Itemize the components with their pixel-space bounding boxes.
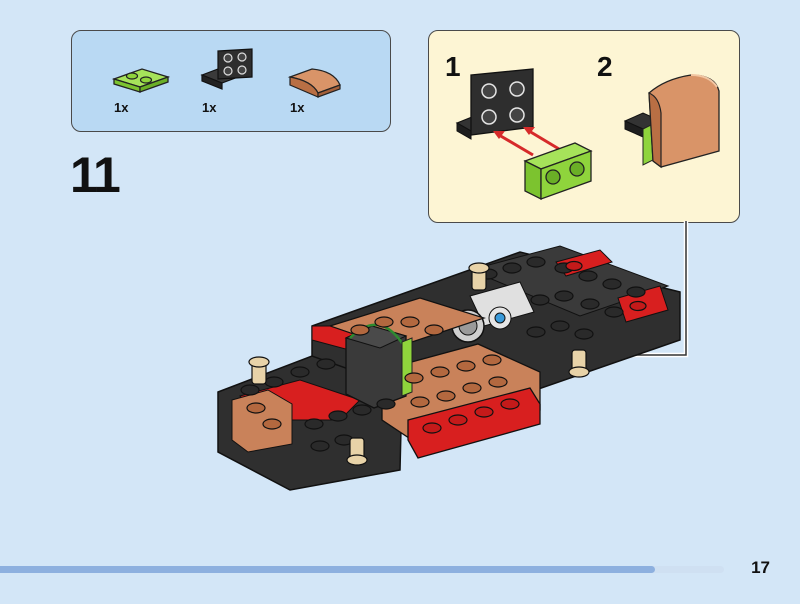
nougat-slope-part — [286, 65, 344, 99]
part-qty-2: 1x — [202, 100, 217, 115]
step-number: 11 — [70, 147, 121, 203]
black-bracket-part — [200, 47, 256, 91]
part-qty-1: 1x — [114, 100, 129, 115]
page-progress-bar — [0, 566, 724, 573]
substep-2-label: 2 — [597, 51, 613, 82]
part-qty-3: 1x — [290, 100, 305, 115]
lime-plate-part — [112, 67, 170, 93]
sub-assembly-callout: 1 2 — [428, 30, 740, 223]
page-progress-fill — [0, 566, 656, 573]
substep-1-illustration — [455, 68, 593, 201]
parts-list-panel: 1x 1x 1x — [71, 30, 391, 132]
substep-2-illustration — [623, 74, 720, 169]
substep-1-label: 1 — [445, 51, 461, 82]
page-number: 17 — [751, 558, 770, 577]
